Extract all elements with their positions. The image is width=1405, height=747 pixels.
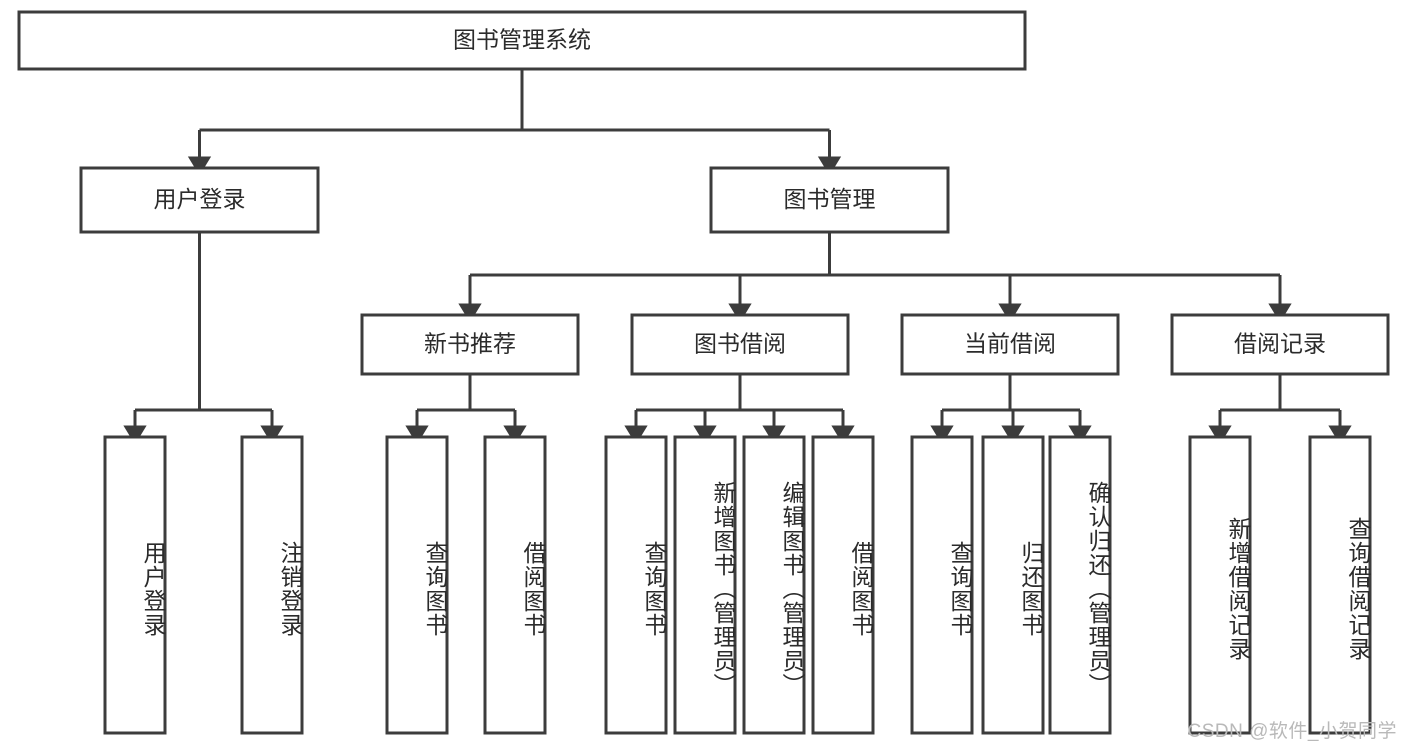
level3-label: 新书推荐: [424, 331, 516, 357]
leaf-box[interactable]: [1048, 435, 1112, 735]
leaf-node-label-4: 查询图书: [641, 541, 667, 637]
level3-node-2[interactable]: 当前借阅: [900, 313, 1120, 376]
leaf-box[interactable]: [742, 435, 806, 735]
level3-node-0[interactable]: 新书推荐: [360, 313, 580, 376]
level3-node-1[interactable]: 图书借阅: [630, 313, 850, 376]
level3-box[interactable]: [630, 313, 850, 376]
leaf-node-label-2: 查询图书: [422, 541, 448, 637]
leaf-node-label-10: 确认归还（管理员）: [1085, 481, 1111, 697]
leaf-box[interactable]: [811, 435, 875, 735]
level2-box[interactable]: [79, 166, 320, 234]
leaf-node-5[interactable]: [673, 435, 737, 735]
leaf-node-label-5: 新增图书（管理员）: [710, 481, 736, 697]
level3-label: 当前借阅: [964, 331, 1056, 357]
leaf-box[interactable]: [1188, 435, 1252, 735]
leaf-box[interactable]: [483, 435, 547, 735]
leaf-box[interactable]: [1308, 435, 1372, 735]
level3-node-3[interactable]: 借阅记录: [1170, 313, 1390, 376]
level3-box[interactable]: [900, 313, 1120, 376]
leaf-node-label-6: 编辑图书（管理员）: [779, 481, 805, 697]
leaf-node-label-7: 借阅图书: [848, 541, 874, 637]
leaf-box[interactable]: [604, 435, 668, 735]
level3-box[interactable]: [360, 313, 580, 376]
leaf-node-12[interactable]: [1308, 435, 1372, 735]
level2-box[interactable]: [709, 166, 950, 234]
leaf-node-label-11: 新增借阅记录: [1225, 517, 1251, 661]
level2-node-0[interactable]: 用户登录: [79, 166, 320, 234]
level3-label: 图书借阅: [694, 331, 786, 357]
leaf-box[interactable]: [103, 435, 167, 735]
leaf-box[interactable]: [981, 435, 1045, 735]
level2-label: 图书管理: [784, 186, 876, 212]
leaf-node-3[interactable]: [483, 435, 547, 735]
leaf-node-10[interactable]: [1048, 435, 1112, 735]
leaf-node-label-9: 归还图书: [1018, 541, 1044, 637]
level3-label: 借阅记录: [1234, 331, 1326, 357]
leaf-box[interactable]: [385, 435, 449, 735]
level3-box[interactable]: [1170, 313, 1390, 376]
leaf-node-7[interactable]: [811, 435, 875, 735]
leaf-box[interactable]: [673, 435, 737, 735]
leaf-box[interactable]: [240, 435, 304, 735]
leaf-node-11[interactable]: [1188, 435, 1252, 735]
leaf-node-label-3: 借阅图书: [520, 541, 546, 637]
root-node-0[interactable]: 图书管理系统: [17, 10, 1027, 71]
leaf-node-label-8: 查询图书: [947, 541, 973, 637]
leaf-box[interactable]: [910, 435, 974, 735]
leaf-node-label-12: 查询借阅记录: [1345, 517, 1371, 661]
root-label: 图书管理系统: [453, 27, 591, 53]
leaf-node-1[interactable]: [240, 435, 304, 735]
edges-layer: [123, 69, 1352, 445]
leaf-node-2[interactable]: [385, 435, 449, 735]
level2-node-1[interactable]: 图书管理: [709, 166, 950, 234]
leaf-node-8[interactable]: [910, 435, 974, 735]
level2-label: 用户登录: [154, 186, 246, 212]
leaf-node-0[interactable]: [103, 435, 167, 735]
root-box[interactable]: [17, 10, 1027, 71]
leaf-node-label-0: 用户登录: [140, 541, 166, 637]
leaf-node-4[interactable]: [604, 435, 668, 735]
leaf-node-label-1: 注销登录: [277, 541, 303, 637]
leaf-node-6[interactable]: [742, 435, 806, 735]
leaf-node-9[interactable]: [981, 435, 1045, 735]
